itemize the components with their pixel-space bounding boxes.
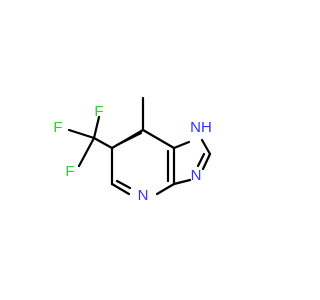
fluorine-left-label: F <box>53 119 62 136</box>
bond-nh-c2 <box>200 138 212 156</box>
bond-c3a-npy <box>155 182 176 196</box>
pyridine-n-label: N <box>138 187 149 204</box>
bond-cf3-fbottom <box>77 136 96 168</box>
imidazole-n-label: N <box>191 167 202 184</box>
bond-layer <box>67 96 212 196</box>
bond-n3-c3a <box>172 178 192 186</box>
bond-npy-c5-inner <box>115 179 132 190</box>
bond-c6-cf3 <box>92 136 114 150</box>
imidazole-nh-label: NH <box>190 119 212 136</box>
bond-npy-c5 <box>110 182 131 196</box>
bond-c7-c7a <box>141 128 176 150</box>
bond-c2-n3-inner <box>196 152 206 168</box>
bond-cf3-ftop <box>92 115 101 140</box>
bond-c6-c7-inner <box>115 131 143 147</box>
molecule-diagram: F F F NH N N <box>53 96 212 204</box>
bond-cf3-fleft <box>67 128 96 140</box>
fluorine-top-label: F <box>94 103 103 120</box>
bond-c7a-nh <box>172 140 191 150</box>
bond-c2-n3 <box>201 152 212 171</box>
atom-label-layer: F F F NH N N <box>53 103 211 204</box>
molecule-structure: F F F NH N N <box>53 96 212 204</box>
fluorine-bottom-label: F <box>65 163 74 180</box>
